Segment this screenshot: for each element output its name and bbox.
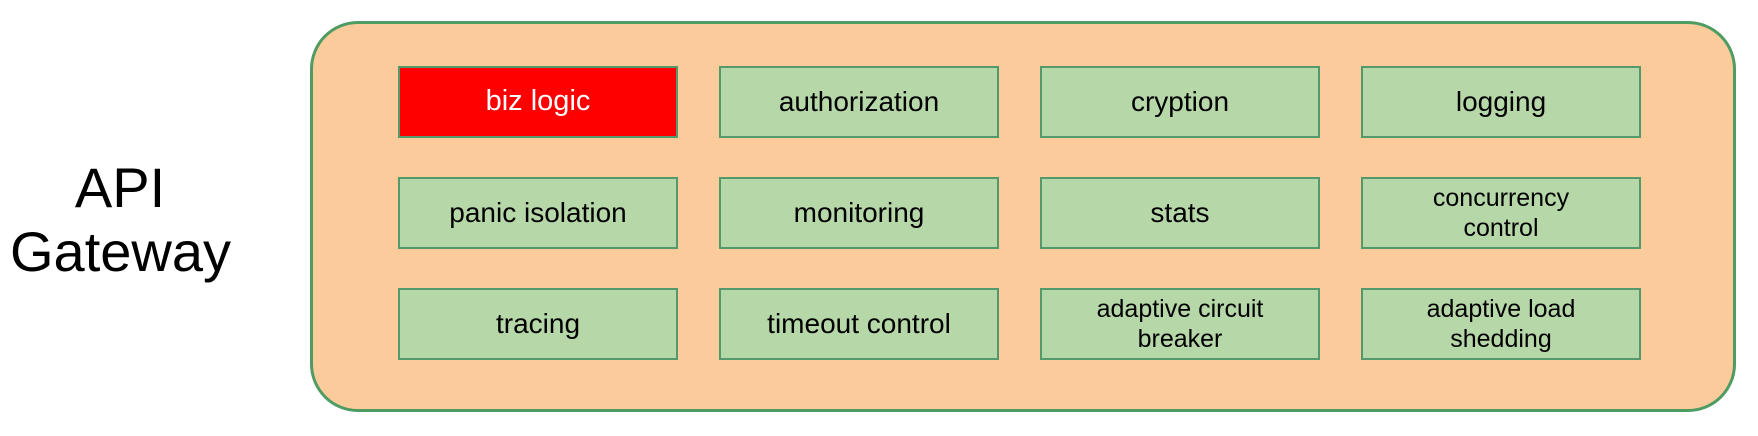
component-box-concurrency-control: concurrency control bbox=[1361, 177, 1641, 249]
component-box-stats: stats bbox=[1040, 177, 1320, 249]
api-gateway-label-line2: Gateway bbox=[10, 220, 231, 283]
component-box-authorization: authorization bbox=[719, 66, 999, 138]
component-box-panic-isolation: panic isolation bbox=[398, 177, 678, 249]
component-box-adaptive-circuit-breaker: adaptive circuit breaker bbox=[1040, 288, 1320, 360]
component-box-adaptive-load-shedding: adaptive load shedding bbox=[1361, 288, 1641, 360]
component-box-timeout-control: timeout control bbox=[719, 288, 999, 360]
component-box-tracing: tracing bbox=[398, 288, 678, 360]
component-box-logging: logging bbox=[1361, 66, 1641, 138]
component-box-monitoring: monitoring bbox=[719, 177, 999, 249]
api-gateway-container: biz logic authorization cryption logging… bbox=[310, 21, 1736, 412]
component-box-cryption: cryption bbox=[1040, 66, 1320, 138]
component-grid: biz logic authorization cryption logging… bbox=[398, 66, 1641, 360]
api-gateway-label: API Gateway bbox=[10, 156, 231, 284]
component-box-biz-logic: biz logic bbox=[398, 66, 678, 138]
api-gateway-label-line1: API bbox=[74, 156, 166, 219]
